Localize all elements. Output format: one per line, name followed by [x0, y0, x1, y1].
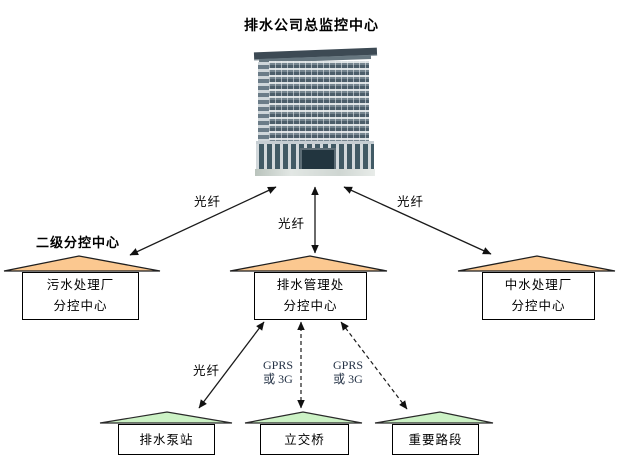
building-photo [253, 47, 378, 178]
building-ground [255, 169, 375, 176]
gprs-label-line1: GPRS [262, 358, 294, 372]
node-label-line1: 污水处理厂 [46, 278, 115, 292]
node-sewage-plant-center: 污水处理厂 分控中心 [22, 272, 139, 320]
node-label: 排水泵站 [139, 432, 194, 447]
node-drainage-office-center: 排水管理处 分控中心 [254, 272, 367, 320]
node-reclaimed-water-center: 中水处理厂 分控中心 [482, 272, 595, 320]
roof-key-road [374, 411, 494, 424]
roof-sewage-plant [3, 255, 161, 272]
fiber-label-middle: 光纤 [278, 217, 306, 231]
level2-section-label: 二级分控中心 [36, 235, 121, 250]
link-office-pump-station [198, 321, 265, 409]
fiber-label-right: 光纤 [397, 195, 425, 209]
node-label-line2: 分控中心 [53, 299, 108, 313]
gprs-label-right: GPRS 或 3G [325, 358, 371, 386]
roof-overpass [244, 411, 363, 424]
diagram-title: 排水公司总监控中心 [244, 17, 379, 33]
building-window-mullions [269, 61, 369, 141]
node-key-road: 重要路段 [392, 424, 479, 455]
gprs-label-line2: 或 3G [263, 372, 293, 386]
node-overpass: 立交桥 [260, 424, 349, 455]
node-label-line2: 分控中心 [511, 299, 566, 313]
node-label-line1: 排水管理处 [276, 278, 345, 292]
node-label-line1: 中水处理厂 [504, 278, 573, 292]
node-label: 立交桥 [284, 432, 325, 447]
gprs-label-line1: GPRS [332, 358, 364, 372]
node-label-line2: 分控中心 [283, 299, 338, 313]
roof-reclaimed-water-plant [457, 255, 616, 272]
roof-drainage-office [229, 255, 388, 272]
node-pump-station: 排水泵站 [118, 424, 215, 455]
node-label: 重要路段 [408, 432, 463, 447]
link-office-key-road [340, 321, 408, 410]
roof-pump-station [99, 411, 233, 424]
link-hq-sewage-plant [129, 186, 277, 256]
gprs-label-left: GPRS 或 3G [255, 358, 301, 386]
building-tower-facade [269, 61, 369, 141]
fiber-label-left: 光纤 [194, 195, 222, 209]
link-hq-reclaimed-water [343, 186, 492, 255]
fiber-label-lower: 光纤 [193, 364, 221, 378]
gprs-label-line2: 或 3G [333, 372, 363, 386]
